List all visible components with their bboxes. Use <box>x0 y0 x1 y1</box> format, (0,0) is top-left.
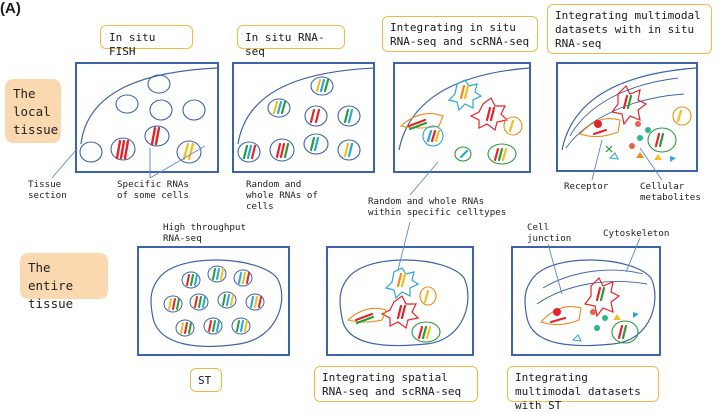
label-cellular-metabolites: Cellular metabolites <box>640 181 701 203</box>
label-receptor: Receptor <box>564 181 609 192</box>
rna-stroke <box>198 296 202 308</box>
label-specific-rnas: Specific RNAs of some cells <box>117 179 189 201</box>
rna-stroke <box>222 294 226 306</box>
frame-in-situ-fish <box>75 62 219 173</box>
frame-integrating-insitu-scrna <box>393 62 531 173</box>
rna-stroke <box>202 296 206 308</box>
label-high-throughput: High throughput RNA-seq <box>163 222 246 244</box>
rna-stroke <box>194 274 198 286</box>
row-label-local-tissue: The local tissue <box>5 79 61 143</box>
rna-stroke <box>188 322 192 334</box>
rna-stroke <box>180 322 184 334</box>
title-integrating-spatial-scrna: Integrating spatial RNA-seq and scRNA-se… <box>314 366 478 402</box>
title-integrating-insitu-scrna: Integrating in situ RNA-seq and scRNA-se… <box>382 16 538 52</box>
rna-stroke <box>220 268 224 280</box>
rna-stroke <box>176 298 180 310</box>
rna-stroke <box>212 320 216 332</box>
rna-stroke <box>212 268 216 280</box>
rna-stroke <box>186 274 190 286</box>
rna-stroke <box>246 272 250 284</box>
frame-integrating-multimodal-st <box>511 246 661 356</box>
rna-stroke <box>194 296 198 308</box>
label-tissue-section: Tissue section <box>28 179 67 201</box>
label-random-celltypes: Random and whole RNAs within specific ce… <box>368 196 507 218</box>
rna-stroke <box>184 322 188 334</box>
frame-integrating-spatial-scrna <box>326 246 474 356</box>
row-label-entire-tissue: The entire tissue <box>20 253 108 311</box>
rna-stroke <box>208 320 212 332</box>
rna-stroke <box>254 296 258 308</box>
rna-stroke <box>216 268 220 280</box>
rna-stroke <box>242 272 246 284</box>
rna-stroke <box>190 274 194 286</box>
title-in-situ-rna-seq: In situ RNA-seq <box>237 25 345 58</box>
title-st: ST <box>190 368 222 392</box>
rna-stroke <box>172 298 176 310</box>
frame-in-situ-rna-seq <box>232 62 375 173</box>
rna-stroke <box>216 320 220 332</box>
label-cytoskeleton: Cytoskeleton <box>603 228 670 239</box>
rna-stroke <box>168 298 172 310</box>
title-in-situ-fish: In situ FISH <box>100 25 193 58</box>
title-integrating-multimodal-st: Integrating multimodal datasets with ST <box>507 366 659 412</box>
label-random-whole-rnas: Random and whole RNAs of cells <box>246 179 318 212</box>
rna-stroke <box>258 296 262 308</box>
label-cell-junction: Cell junction <box>527 222 572 244</box>
rna-stroke <box>244 320 248 332</box>
rna-stroke <box>230 294 234 306</box>
frame-st <box>137 246 290 356</box>
rna-stroke <box>250 296 254 308</box>
rna-stroke <box>238 272 242 284</box>
rna-stroke <box>240 320 244 332</box>
title-integrating-multimodal-insitu: Integrating multimodal datasets with in … <box>547 4 712 54</box>
frame-integrating-multimodal-insitu <box>556 62 698 172</box>
figure-label: (A) <box>0 0 21 17</box>
rna-stroke <box>236 320 240 332</box>
rna-stroke <box>226 294 230 306</box>
